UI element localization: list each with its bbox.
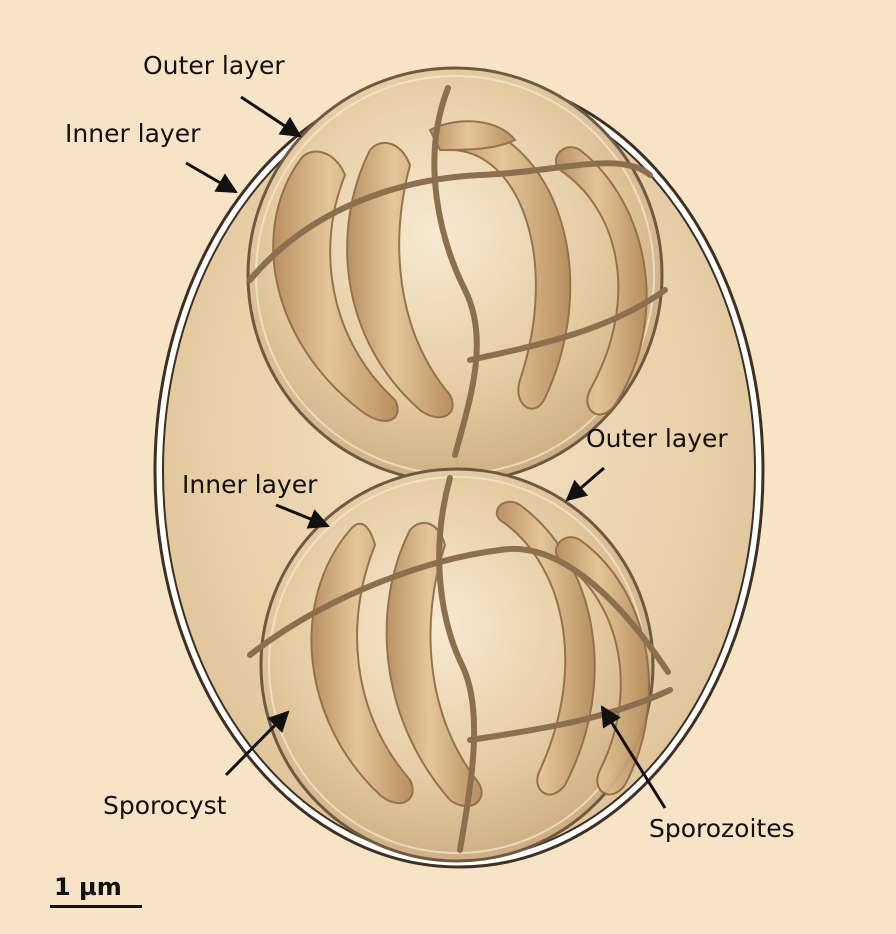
sporocyst-top bbox=[248, 68, 665, 482]
arrow-outer-layer-top bbox=[241, 97, 300, 136]
label-outer-layer-bottom: Outer layer bbox=[586, 426, 728, 451]
label-inner-layer-bottom: Inner layer bbox=[182, 472, 317, 497]
label-outer-layer-top: Outer layer bbox=[143, 53, 285, 78]
arrow-inner-layer-top bbox=[186, 163, 236, 192]
label-inner-layer-top: Inner layer bbox=[65, 121, 200, 146]
scale-bar-label: 1 µm bbox=[54, 875, 122, 899]
label-sporozoites: Sporozoites bbox=[649, 816, 795, 841]
scale-bar bbox=[50, 905, 142, 908]
label-sporocyst: Sporocyst bbox=[103, 793, 226, 818]
